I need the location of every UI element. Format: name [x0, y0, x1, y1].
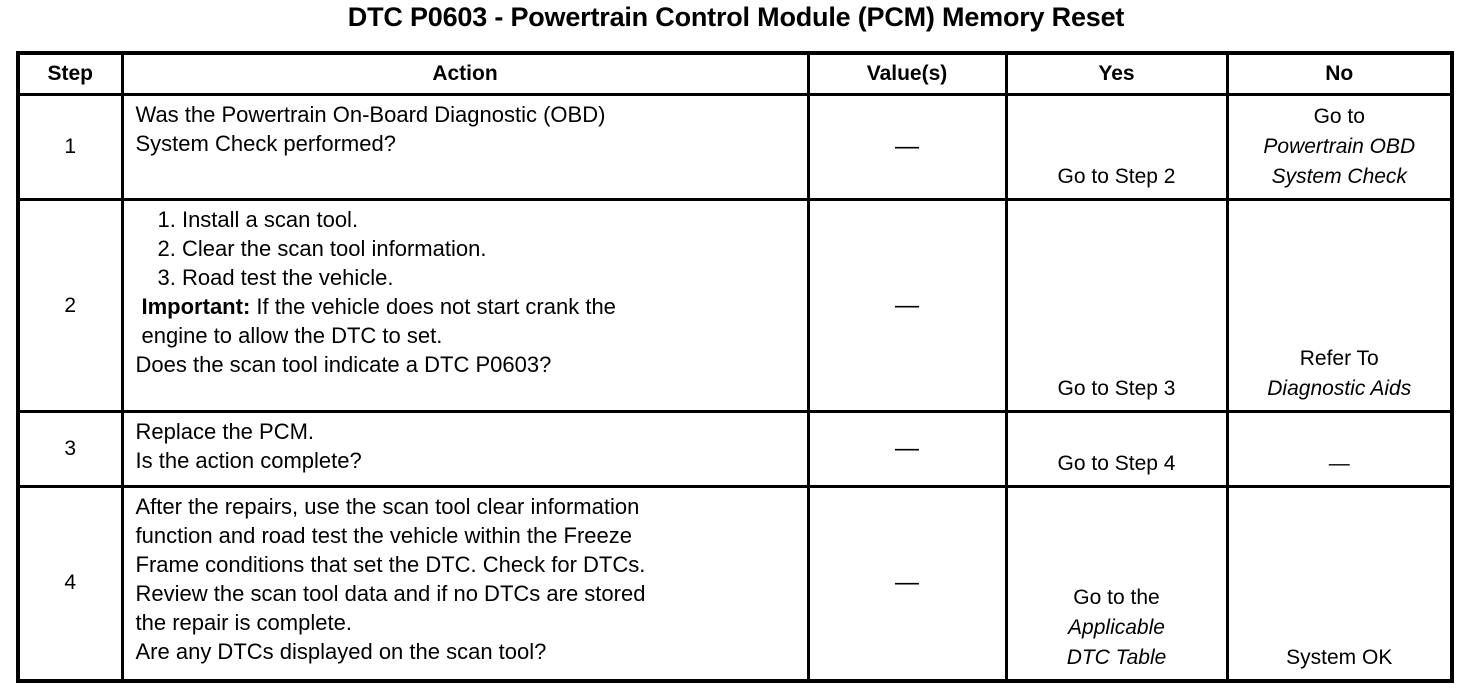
action-line: Was the Powertrain On-Board Diagnostic (… — [135, 102, 606, 127]
yes-line: Go to Step 3 — [1057, 377, 1176, 400]
yes-line: DTC Table — [1066, 645, 1167, 669]
value-dash: — — [895, 291, 919, 319]
action-line: engine to allow the DTC to set. — [141, 323, 443, 348]
action-cell: Was the Powertrain On-Board Diagnostic (… — [120, 93, 810, 201]
important-text: If the vehicle does not start crank the — [250, 294, 616, 319]
no-line: Powertrain OBD — [1263, 135, 1416, 158]
table-row: 4 After the repairs, use the scan tool cl… — [16, 485, 1454, 682]
important-label: Important: — [141, 294, 251, 319]
step-number-cell: 4 — [16, 485, 124, 682]
action-line: Important: If the vehicle does not start… — [136, 292, 799, 321]
value-cell: — — [806, 198, 1008, 413]
value-cell: — — [806, 485, 1008, 682]
yes-cell: Go to Step 3 — [1004, 198, 1229, 413]
action-line: Review the scan tool data and if no DTCs… — [135, 581, 646, 606]
column-header-action: Action — [120, 51, 810, 96]
step-number-cell: 1 — [16, 93, 124, 201]
yes-line: Go to Step 2 — [1057, 165, 1176, 188]
value-dash: — — [895, 435, 919, 462]
column-header-no: No — [1225, 51, 1454, 96]
table-row: 1 Was the Powertrain On-Board Diagnostic … — [16, 93, 1454, 201]
action-line: System Check performed? — [135, 131, 396, 156]
action-line: Does the scan tool indicate a DTC P0603? — [135, 352, 552, 377]
action-line: Are any DTCs displayed on the scan tool? — [135, 639, 547, 664]
no-line: — — [1328, 452, 1350, 475]
action-line: 2. Clear the scan tool information. — [157, 236, 487, 261]
no-cell: — — [1225, 410, 1454, 488]
yes-line: Applicable — [1068, 615, 1165, 639]
yes-line: Go to the — [1073, 585, 1160, 609]
action-line: 3. Road test the vehicle. — [157, 265, 394, 290]
action-line: Replace the PCM. — [135, 419, 315, 444]
table-header: Step Action Value(s) Yes No — [16, 51, 1454, 96]
action-line: Is the action complete? — [135, 448, 362, 473]
yes-cell: Go to Step 4 — [1004, 410, 1229, 488]
action-cell: Replace the PCM. Is the action complete? — [120, 410, 810, 488]
column-header-value: Value(s) — [806, 51, 1008, 96]
table-row: 2 1. Install a scan tool. 2. Clear the sca… — [16, 198, 1454, 413]
column-header-yes: Yes — [1004, 51, 1229, 96]
page-title: DTC P0603 - Powertrain Control Module (P… — [347, 2, 1125, 32]
no-cell: Go to Powertrain OBD System Check — [1225, 93, 1454, 201]
action-line: After the repairs, use the scan tool cle… — [135, 494, 640, 519]
action-line: the repair is complete. — [135, 610, 352, 635]
diagnostic-table: Step Action Value(s) Yes No 1 Was the Pow… — [16, 51, 1454, 683]
yes-cell: Go to Step 2 — [1004, 93, 1229, 201]
no-line: Diagnostic Aids — [1267, 377, 1412, 400]
value-cell: — — [806, 93, 1008, 201]
value-dash: — — [895, 133, 919, 160]
step-number-cell: 3 — [16, 410, 124, 488]
action-cell: After the repairs, use the scan tool cle… — [120, 485, 810, 682]
no-cell: System OK — [1225, 485, 1454, 682]
action-line: function and road test the vehicle withi… — [135, 523, 633, 548]
value-dash: — — [895, 569, 919, 597]
value-cell: — — [806, 410, 1008, 488]
action-line: 1. Install a scan tool. — [157, 207, 359, 232]
no-line: System OK — [1286, 645, 1393, 669]
table-body: 1 Was the Powertrain On-Board Diagnostic … — [16, 93, 1454, 682]
action-line: Frame conditions that set the DTC. Check… — [135, 552, 646, 577]
no-line: System Check — [1271, 165, 1407, 188]
table-header-row: Step Action Value(s) Yes No — [16, 51, 1454, 96]
table-row: 3 Replace the PCM. Is the action complete?… — [16, 410, 1454, 488]
yes-line: Go to Step 4 — [1057, 452, 1176, 475]
column-header-step: Step — [16, 51, 124, 96]
no-cell: Refer To Diagnostic Aids — [1225, 198, 1454, 413]
no-line: Go to — [1313, 105, 1365, 128]
no-line: Refer To — [1299, 347, 1379, 370]
step-number-cell: 2 — [16, 198, 124, 413]
action-cell: 1. Install a scan tool. 2. Clear the scan… — [120, 198, 810, 413]
